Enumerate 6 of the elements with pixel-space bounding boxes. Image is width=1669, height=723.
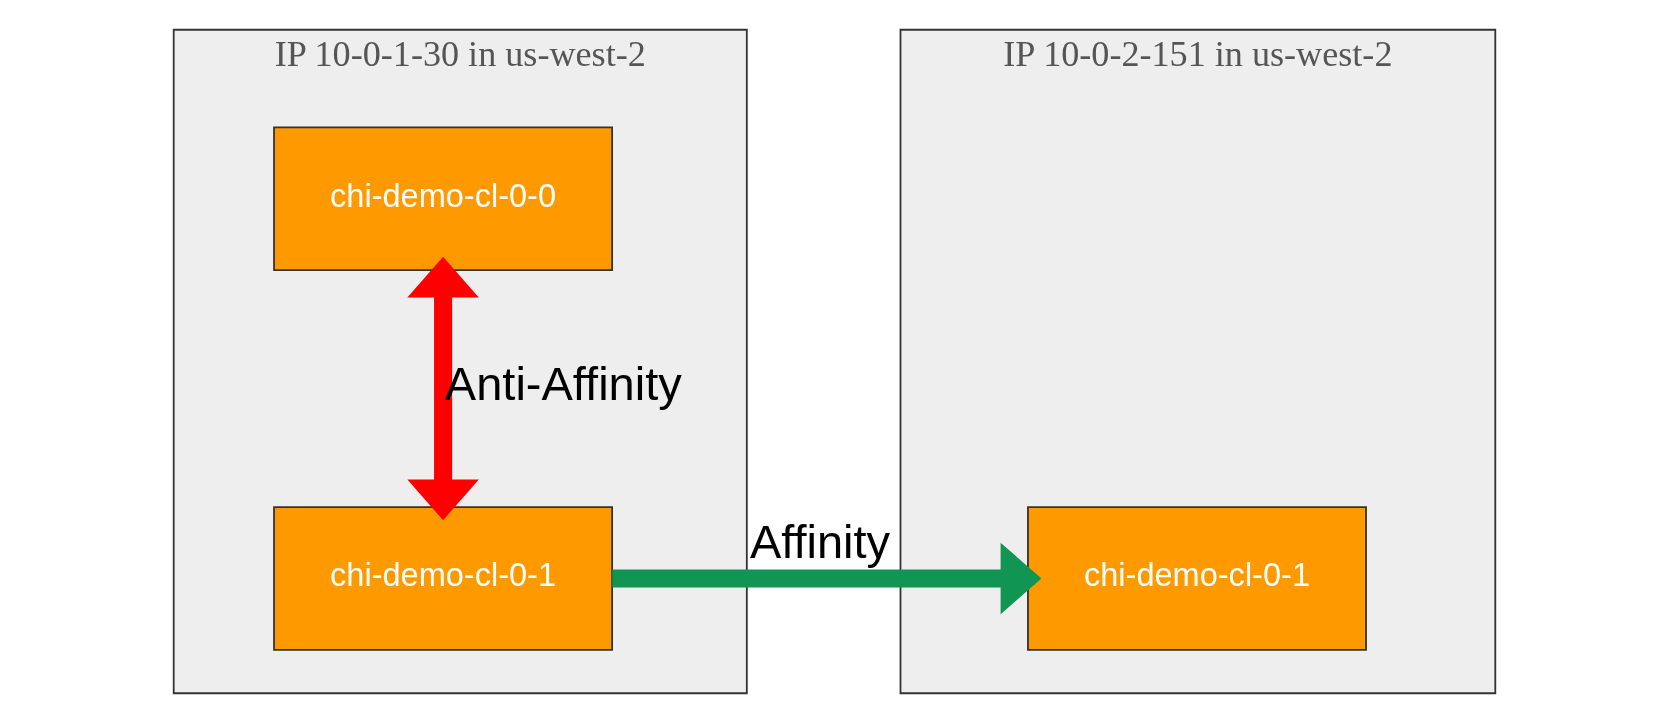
node-box: chi-demo-cl-0-0 bbox=[273, 126, 614, 272]
node-box: chi-demo-cl-0-1 bbox=[273, 506, 614, 651]
edge-label: Affinity bbox=[749, 515, 891, 569]
arrow bbox=[407, 256, 479, 521]
node-box: chi-demo-cl-0-1 bbox=[1027, 506, 1367, 651]
arrow bbox=[612, 542, 1042, 615]
